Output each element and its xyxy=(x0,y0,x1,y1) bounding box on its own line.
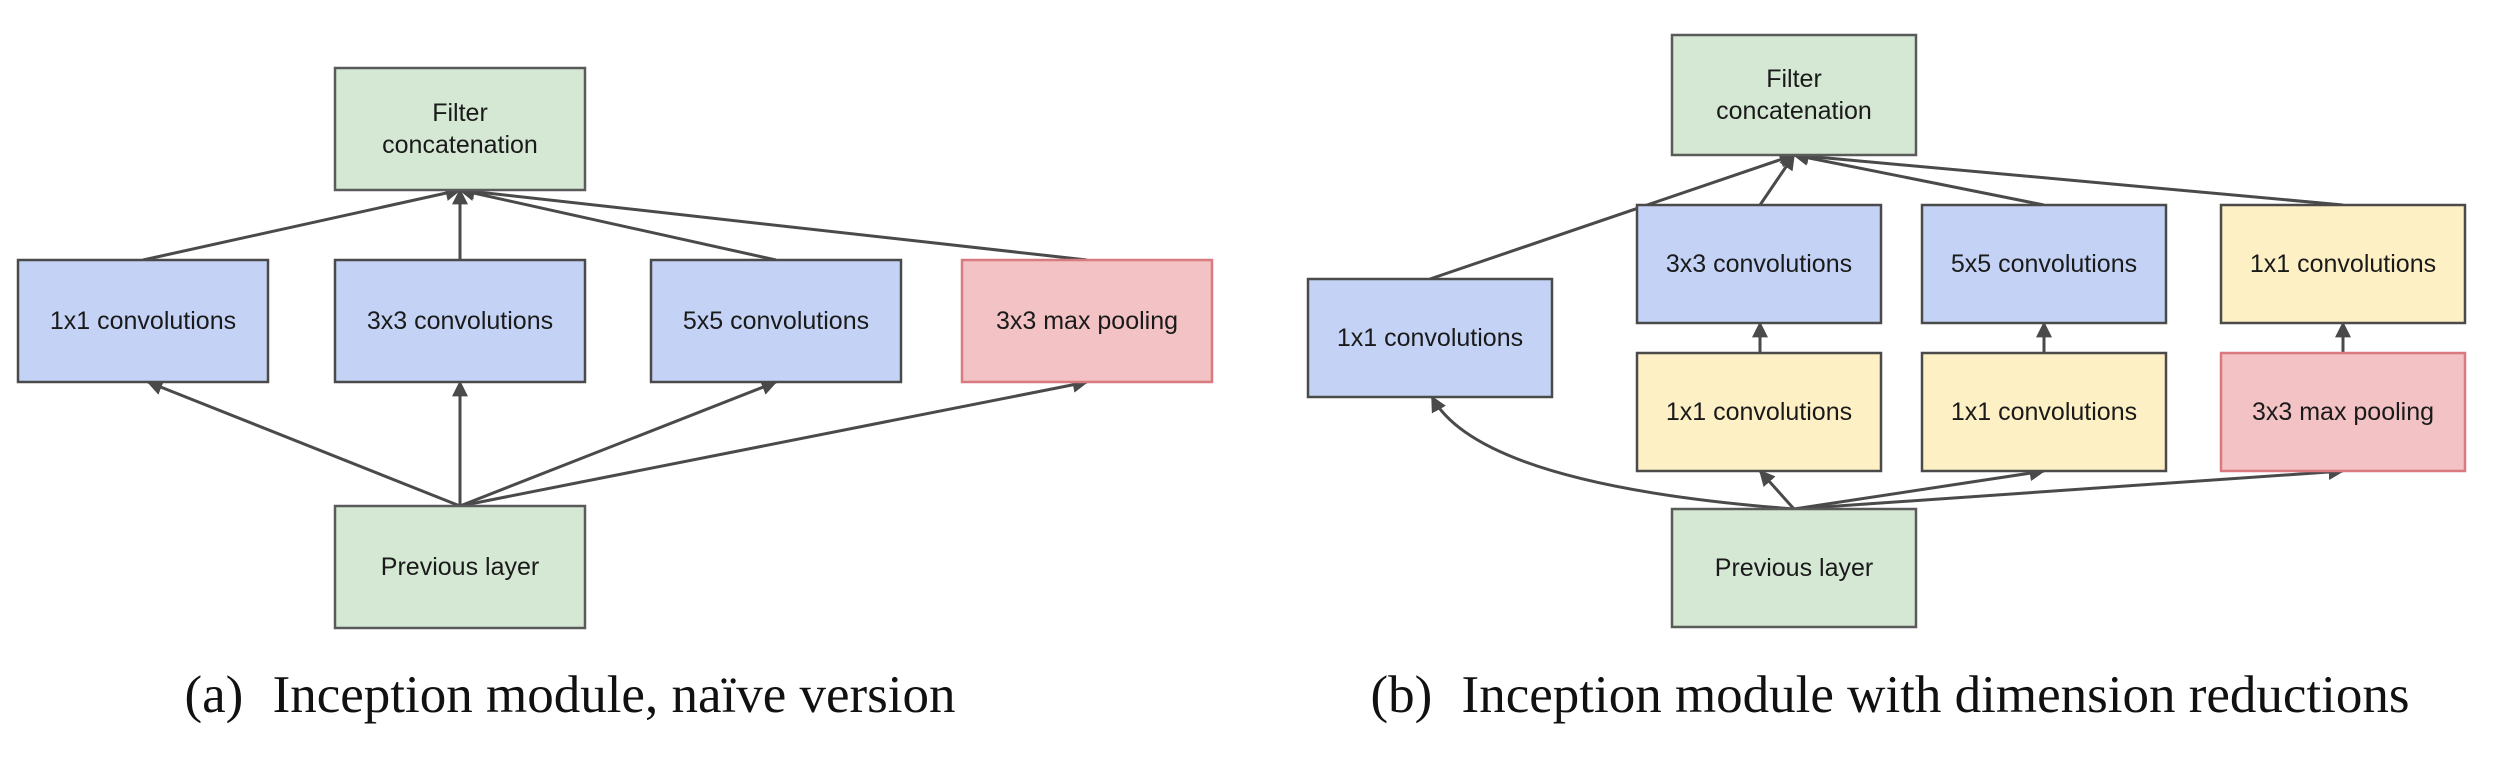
edge-conv1x1_after_pool-to-concat xyxy=(1792,148,2344,207)
node-label: Previous layer xyxy=(1715,554,1873,582)
node-reduce5x5: 1x1 convolutions xyxy=(1920,351,2168,473)
edge-conv1x1-to-concat xyxy=(142,185,462,262)
node-concat: Filter concatenation xyxy=(333,66,587,192)
node-reduce3x3: 1x1 convolutions xyxy=(1635,351,1883,473)
node-box xyxy=(1635,203,1883,325)
node-box xyxy=(649,258,903,384)
node-box xyxy=(960,258,1214,384)
node-box xyxy=(16,258,270,384)
node-conv1x1: 1x1 convolutions xyxy=(1306,277,1554,399)
panel-b-caption-title: Inception module with dimension reductio… xyxy=(1462,666,2410,724)
node-label: 3x3 convolutions xyxy=(367,307,553,335)
panel-b-caption: (b) Inception module with dimension redu… xyxy=(1370,666,2409,724)
node-box xyxy=(2219,203,2467,325)
node-concat: Filter concatenation xyxy=(1670,33,1918,157)
edge-conv1x1-to-concat xyxy=(1429,152,1796,281)
node-conv1x1: 1x1 convolutions xyxy=(16,258,270,384)
panel-a-nodes: Filter concatenation 1x1 convolutions 3x3 c… xyxy=(16,66,1214,630)
node-box xyxy=(2219,351,2467,473)
node-conv5x5: 5x5 convolutions xyxy=(649,258,903,384)
panel-b-caption-marker: (b) xyxy=(1370,666,1432,724)
node-label: 5x5 convolutions xyxy=(1951,250,2137,278)
panel-b-edges xyxy=(1429,148,2351,511)
edge-conv3x3-to-concat xyxy=(1758,153,1796,206)
node-label: concatenation xyxy=(1716,97,1872,125)
panel-a-caption-marker: (a) xyxy=(185,666,244,724)
node-prev: Previous layer xyxy=(333,504,587,630)
node-maxpool: 3x3 max pooling xyxy=(960,258,1214,384)
node-label: Filter xyxy=(432,99,488,127)
node-label: concatenation xyxy=(382,131,538,159)
panel-b: Filter concatenation 1x1 convolutions 3x3 c… xyxy=(1306,33,2467,724)
panel-a-caption: (a) Inception module, naïve version xyxy=(185,666,956,724)
panel-a-edges xyxy=(142,183,1089,508)
node-label: Previous layer xyxy=(381,553,539,581)
node-box xyxy=(1670,507,1918,629)
edge-maxpool-to-concat xyxy=(458,183,1088,262)
panel-a: Filter concatenation 1x1 convolutions 3x3 c… xyxy=(16,66,1214,724)
node-label: 1x1 convolutions xyxy=(1337,324,1523,352)
node-box xyxy=(1920,203,2168,325)
node-box xyxy=(333,258,587,384)
panel-b-nodes: Filter concatenation 1x1 convolutions 3x3 c… xyxy=(1306,33,2467,629)
node-conv3x3: 3x3 convolutions xyxy=(1635,203,1883,325)
edge-prev-to-conv1x1 xyxy=(1430,395,1795,511)
node-label: 1x1 convolutions xyxy=(50,307,236,335)
node-label: 1x1 convolutions xyxy=(2250,250,2436,278)
edge-conv5x5-to-concat xyxy=(1792,149,2045,207)
node-label: 3x3 max pooling xyxy=(2252,398,2434,426)
node-conv1x1-after-pool: 1x1 convolutions xyxy=(2219,203,2467,325)
node-box xyxy=(333,504,587,630)
node-box xyxy=(1920,351,2168,473)
edge-prev-to-reduce5x5 xyxy=(1793,465,2046,511)
node-conv5x5: 5x5 convolutions xyxy=(1920,203,2168,325)
node-box xyxy=(1670,33,1918,157)
node-label: Filter xyxy=(1766,65,1822,93)
node-label: 1x1 convolutions xyxy=(1666,398,1852,426)
node-maxpool: 3x3 max pooling xyxy=(2219,351,2467,473)
node-label: 1x1 convolutions xyxy=(1951,398,2137,426)
node-label: 3x3 convolutions xyxy=(1666,250,1852,278)
node-label: 3x3 max pooling xyxy=(996,307,1178,335)
node-box xyxy=(1306,277,1554,399)
node-label: 5x5 convolutions xyxy=(683,307,869,335)
edge-prev-to-maxpool xyxy=(1793,464,2345,511)
node-conv3x3: 3x3 convolutions xyxy=(333,258,587,384)
node-box xyxy=(1635,351,1883,473)
edge-prev-to-maxpool xyxy=(459,376,1089,508)
edge-prev-to-reduce3x3 xyxy=(1758,469,1796,511)
edge-prev-to-conv1x1 xyxy=(146,379,461,508)
edge-conv5x5-to-concat xyxy=(458,185,777,262)
edge-prev-to-conv5x5 xyxy=(459,379,778,508)
node-prev: Previous layer xyxy=(1670,507,1918,629)
panel-a-caption-title: Inception module, naïve version xyxy=(273,666,956,724)
node-box xyxy=(333,66,587,192)
